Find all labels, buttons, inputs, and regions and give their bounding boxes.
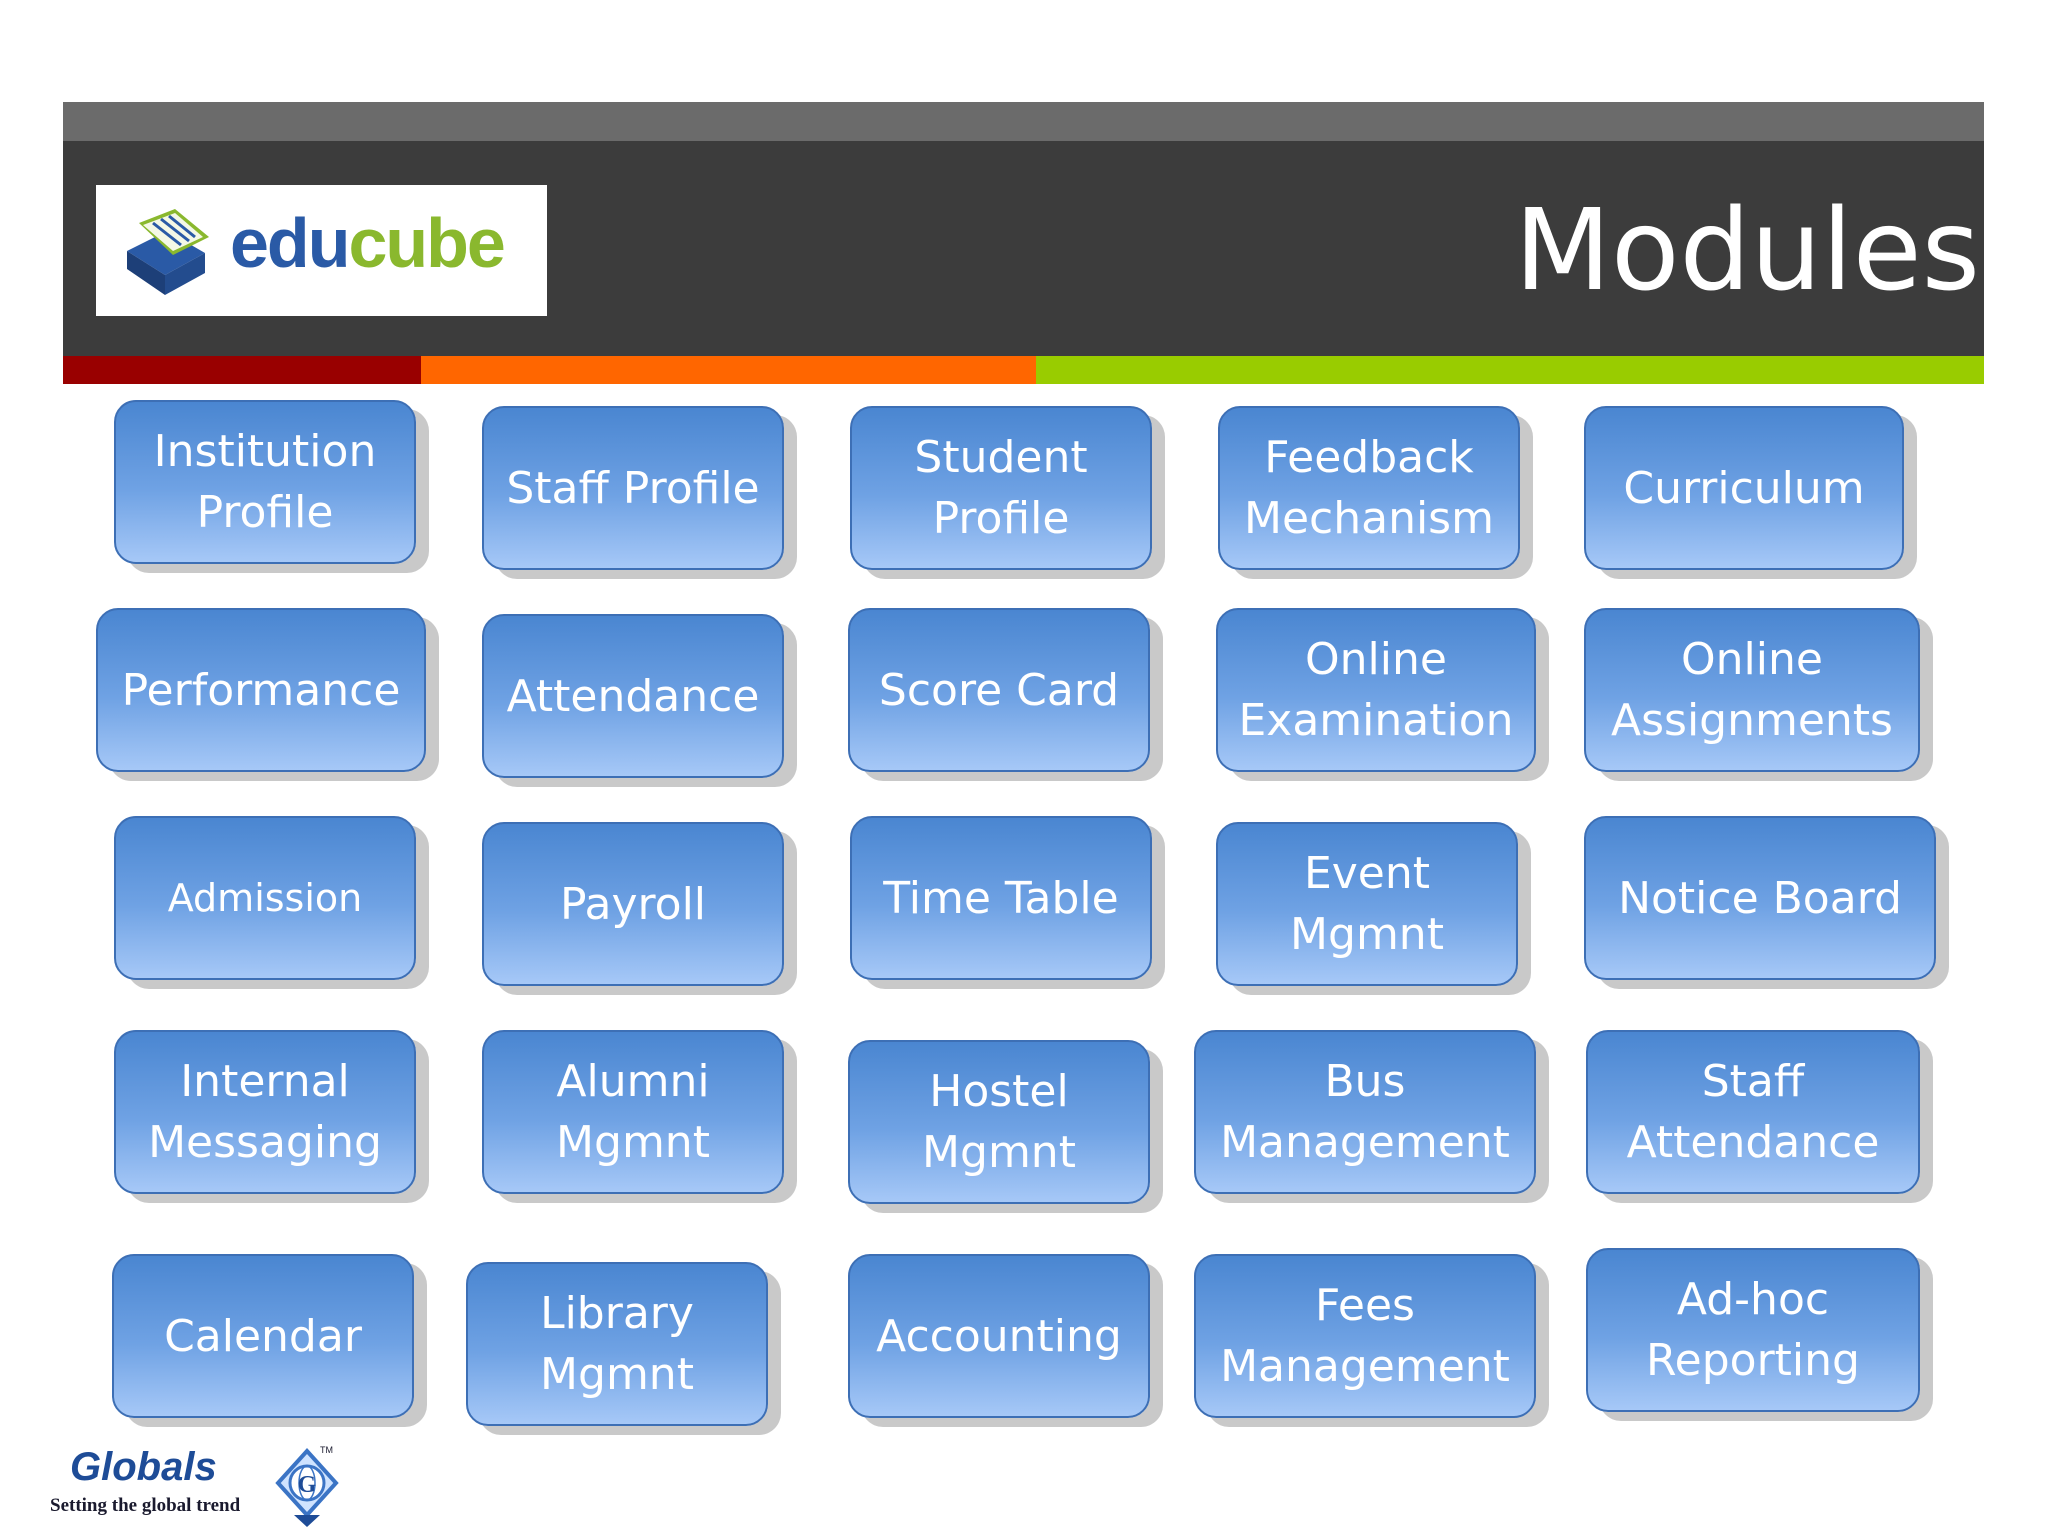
module-curriculum[interactable]: Curriculum (1584, 406, 1904, 570)
module-accounting[interactable]: Accounting (848, 1254, 1150, 1418)
globals-logo: Globals Setting the global trend G TM (50, 1445, 350, 1536)
page-title: Modules (1514, 186, 1980, 316)
module-time-table[interactable]: Time Table (850, 816, 1152, 980)
logo-text-cube: cube (348, 204, 505, 282)
accent-bar-green (1036, 356, 1984, 384)
module-calendar[interactable]: Calendar (112, 1254, 414, 1418)
accent-bar-red (63, 356, 421, 384)
module-bus-management[interactable]: Bus Management (1194, 1030, 1536, 1194)
module-hostel-mgmnt[interactable]: Hostel Mgmnt (848, 1040, 1150, 1204)
module-notice-board[interactable]: Notice Board (1584, 816, 1936, 980)
book-cube-icon (127, 209, 209, 295)
module-ad-hoc-reporting[interactable]: Ad-hoc Reporting (1586, 1248, 1920, 1412)
module-payroll[interactable]: Payroll (482, 822, 784, 986)
header-top-band (63, 102, 1984, 141)
module-alumni-mgmnt[interactable]: Alumni Mgmnt (482, 1030, 784, 1194)
module-feedback-mechanism[interactable]: Feedback Mechanism (1218, 406, 1520, 570)
logo-text-edu: edu (230, 204, 350, 282)
trademark-mark: TM (320, 1445, 333, 1455)
educube-logo: educube (96, 185, 547, 316)
module-score-card[interactable]: Score Card (848, 608, 1150, 772)
module-attendance[interactable]: Attendance (482, 614, 784, 778)
globe-emblem-icon: G TM (275, 1445, 339, 1527)
module-internal-messaging[interactable]: Internal Messaging (114, 1030, 416, 1194)
module-online-assignments[interactable]: Online Assignments (1584, 608, 1920, 772)
accent-bar-orange (421, 356, 1036, 384)
module-online-examination[interactable]: Online Examination (1216, 608, 1536, 772)
emblem-letter: G (298, 1472, 317, 1498)
globals-tagline: Setting the global trend (50, 1495, 241, 1516)
module-staff-attendance[interactable]: Staff Attendance (1586, 1030, 1920, 1194)
module-institution-profile[interactable]: Institution Profile (114, 400, 416, 564)
module-student-profile[interactable]: Student Profile (850, 406, 1152, 570)
accent-bar (63, 356, 1984, 384)
module-fees-management[interactable]: Fees Management (1194, 1254, 1536, 1418)
globals-brand-name: Globals (70, 1445, 217, 1489)
module-event-mgmnt[interactable]: Event Mgmnt (1216, 822, 1518, 986)
module-library-mgmnt[interactable]: Library Mgmnt (466, 1262, 768, 1426)
module-performance[interactable]: Performance (96, 608, 426, 772)
educube-wordmark: educube (230, 203, 506, 283)
module-staff-profile[interactable]: Staff Profile (482, 406, 784, 570)
module-admission[interactable]: Admission (114, 816, 416, 980)
